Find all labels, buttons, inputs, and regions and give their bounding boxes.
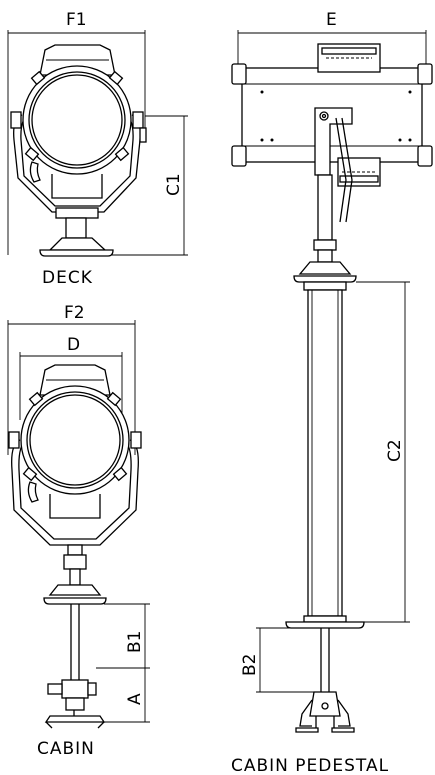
dimension-b2-label: B2 — [240, 654, 260, 676]
dimension-f1-label: F1 — [66, 10, 87, 30]
dimension-c1-label: C1 — [164, 173, 184, 196]
cabin-pedestal-caption: CABIN PEDESTAL — [231, 756, 389, 775]
dimension-a-label: A — [125, 693, 145, 705]
dimension-e-label: E — [326, 10, 337, 30]
cabin-searchlight: F2 D — [7, 303, 150, 729]
dimension-b1-label: B1 — [125, 631, 145, 653]
dimension-f2-label: F2 — [64, 303, 85, 323]
dimension-d-label: D — [67, 335, 80, 355]
deck-caption: DECK — [42, 268, 93, 288]
cabin-caption: CABIN — [37, 739, 95, 759]
dimension-c2-label: C2 — [385, 439, 405, 462]
deck-searchlight: F1 C1 — [7, 10, 188, 257]
cabin-pedestal-searchlight: E — [231, 10, 433, 733]
